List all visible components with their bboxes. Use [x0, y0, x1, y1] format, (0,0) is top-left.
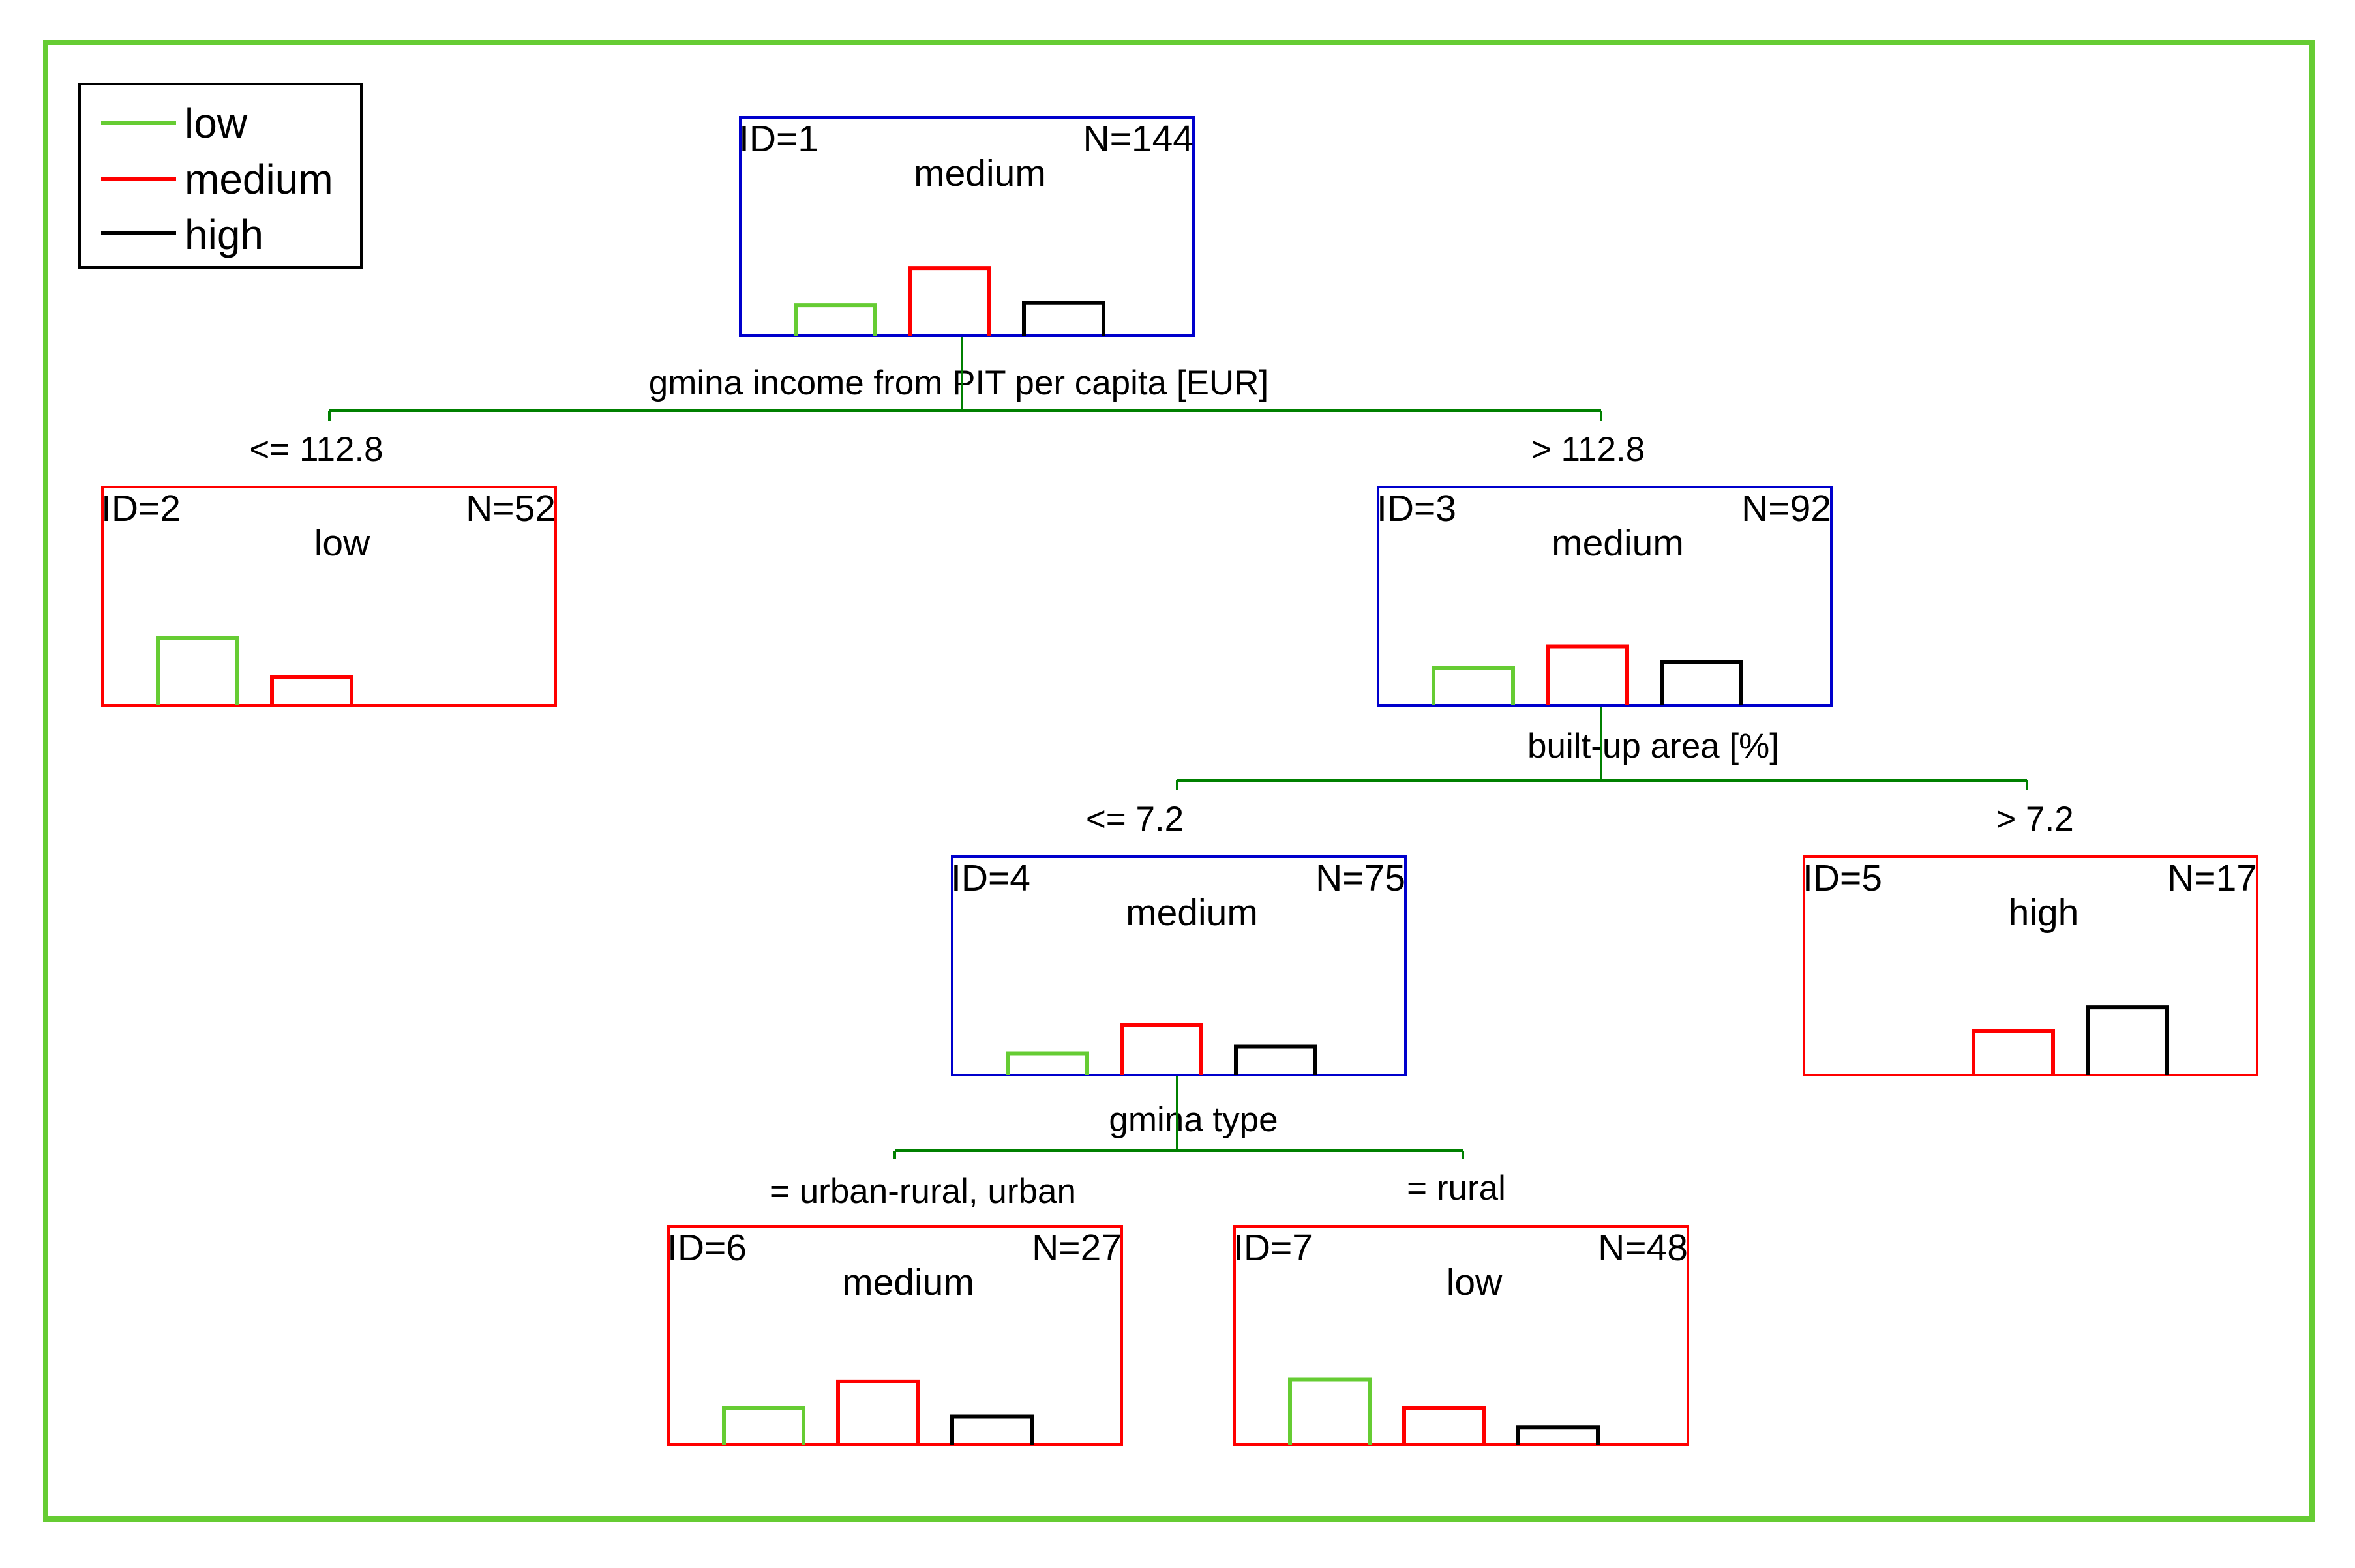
- legend-item-medium: medium: [101, 156, 333, 203]
- node-id: ID=2: [101, 488, 181, 529]
- bar-high: [1516, 1425, 1600, 1445]
- node-count: N=27: [1032, 1227, 1122, 1269]
- split-right-condition: = rural: [1407, 1169, 1506, 1207]
- tree-node: ID=2 N=52 low: [101, 486, 557, 707]
- node-count: N=75: [1315, 857, 1405, 899]
- node-id: ID=6: [667, 1227, 747, 1269]
- node-bars: [1288, 1377, 1600, 1445]
- node-class: low: [314, 522, 370, 564]
- tree-node: ID=1 N=144 medium: [739, 116, 1195, 337]
- node-class: medium: [1552, 522, 1684, 564]
- legend-item-high: high: [101, 211, 263, 258]
- bar-low: [1432, 666, 1515, 705]
- bar-low: [722, 1406, 805, 1445]
- split-left-condition: <= 7.2: [1086, 800, 1184, 838]
- node-id: ID=5: [1803, 857, 1882, 899]
- node-class: high: [2009, 892, 2079, 934]
- bar-medium: [1402, 1406, 1486, 1445]
- bar-low: [156, 636, 239, 705]
- node-count: N=52: [466, 488, 556, 529]
- node-box: [739, 116, 1195, 337]
- node-id: ID=1: [739, 118, 818, 160]
- node-id: ID=7: [1233, 1227, 1313, 1269]
- outer-frame: [43, 40, 2315, 1522]
- node-box: [101, 486, 557, 707]
- node-id: ID=4: [951, 857, 1030, 899]
- bar-low: [1288, 1377, 1372, 1445]
- split-2: built-up area [%] <= 7.2 > 7.2: [1086, 704, 2074, 838]
- bar-high: [2086, 1005, 2169, 1075]
- bar-high: [1660, 660, 1743, 705]
- node-box: [1233, 1225, 1689, 1446]
- node-bars: [722, 1379, 1034, 1445]
- split-variable: built-up area [%]: [1527, 727, 1779, 765]
- node-bars: [794, 266, 1105, 336]
- bar-low: [794, 303, 877, 336]
- bar-medium: [270, 675, 353, 705]
- node-bars: [156, 636, 353, 705]
- split-right-condition: > 112.8: [1531, 430, 1645, 469]
- split-right-condition: > 7.2: [1996, 800, 2073, 838]
- split-left-condition: = urban-rural, urban: [770, 1172, 1076, 1211]
- tree-node: ID=7 N=48 low: [1233, 1225, 1689, 1446]
- bar-high: [1234, 1044, 1317, 1075]
- split-3: gmina type = urban-rural, urban = rural: [770, 1074, 1506, 1211]
- node-count: N=48: [1598, 1227, 1688, 1269]
- legend-box: [78, 83, 363, 269]
- bar-high: [1022, 301, 1105, 336]
- tree-node: ID=4 N=75 medium: [951, 855, 1407, 1076]
- split-variable: gmina type: [1109, 1101, 1278, 1139]
- node-bars: [1006, 1022, 1317, 1075]
- node-class: low: [1447, 1262, 1503, 1303]
- node-box: [951, 855, 1407, 1076]
- node-id: ID=3: [1377, 488, 1456, 529]
- legend: low medium high: [78, 83, 363, 269]
- split-left-condition: <= 112.8: [249, 430, 383, 469]
- node-box: [1803, 855, 2258, 1076]
- legend-label-medium: medium: [185, 156, 333, 203]
- split-1: gmina income from PIT per capita [EUR] <…: [249, 336, 1645, 469]
- node-box: [667, 1225, 1123, 1446]
- node-box: [1377, 486, 1833, 707]
- node-class: medium: [842, 1262, 974, 1303]
- node-count: N=17: [2167, 857, 2257, 899]
- split-variable: gmina income from PIT per capita [EUR]: [649, 364, 1268, 402]
- bar-medium: [1546, 644, 1629, 705]
- tree-node: ID=5 N=17 high: [1803, 855, 2258, 1076]
- node-count: N=92: [1741, 488, 1831, 529]
- legend-label-low: low: [185, 100, 248, 147]
- node-class: medium: [914, 153, 1046, 194]
- legend-item-low: low: [101, 100, 248, 147]
- bar-high: [950, 1414, 1034, 1445]
- bar-medium: [908, 266, 991, 336]
- bar-low: [1006, 1051, 1089, 1075]
- node-bars: [1432, 644, 1743, 705]
- tree-node: ID=6 N=27 medium: [667, 1225, 1123, 1446]
- node-class: medium: [1126, 892, 1258, 934]
- tree-node: ID=3 N=92 medium: [1377, 486, 1833, 707]
- node-bars: [1972, 1005, 2169, 1075]
- node-count: N=144: [1083, 118, 1193, 160]
- legend-label-high: high: [185, 211, 263, 258]
- bar-medium: [836, 1379, 920, 1445]
- bar-medium: [1972, 1029, 2055, 1075]
- bar-medium: [1120, 1022, 1203, 1075]
